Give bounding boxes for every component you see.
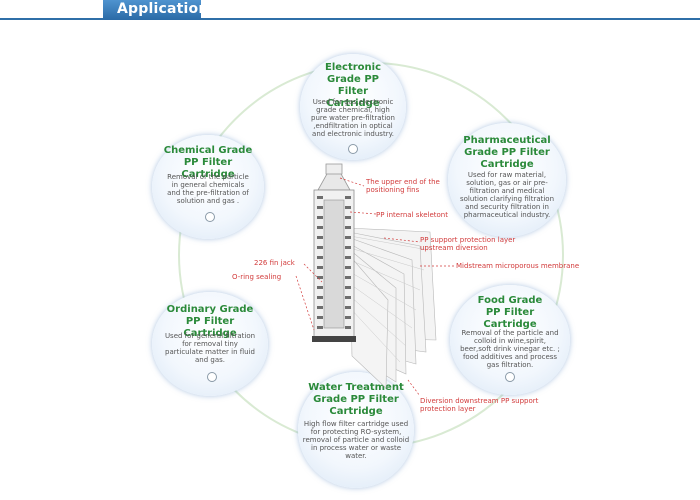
leader-lines bbox=[295, 177, 454, 397]
label-fin-jack: 226 fin jack bbox=[254, 259, 295, 267]
node-electronic: Electronic Grade PP Filter Cartridge Use… bbox=[300, 54, 406, 160]
node-chemical: Chemical Grade PP Filter Cartridge Remov… bbox=[152, 135, 264, 239]
node-food-dot bbox=[505, 372, 515, 382]
pleat-lines bbox=[349, 235, 429, 363]
node-chemical-dot bbox=[205, 212, 215, 222]
cartridge-body bbox=[312, 163, 356, 342]
node-pharmaceutical-title: Pharmaceutical Grade PP Filter Cartridge bbox=[463, 135, 551, 170]
node-chemical-title: Chemical Grade PP Filter Cartridge bbox=[163, 145, 253, 180]
label-downstream: Diversion downstream PP support protecti… bbox=[420, 397, 539, 413]
node-ordinary: Ordinary Grade PP Filter Cartridge Used … bbox=[152, 292, 268, 396]
label-oring: O-ring sealing bbox=[232, 273, 282, 281]
skeleton-holes bbox=[317, 196, 351, 329]
pleated-layers bbox=[347, 227, 437, 389]
header-divider bbox=[0, 18, 700, 20]
node-food: Food Grade PP Filter Cartridge Removal o… bbox=[450, 285, 570, 395]
node-water-desc: High flow filter cartridge used for prot… bbox=[302, 420, 410, 460]
label-support-layer: PP support protection layer upstream div… bbox=[420, 236, 516, 252]
label-membrane: Midstream microporous membrane bbox=[456, 262, 580, 270]
header-bar: Application bbox=[0, 0, 700, 20]
node-food-desc: Removal of the particle and colloid in w… bbox=[460, 329, 560, 369]
node-chemical-desc: Removal of the particle in general chemi… bbox=[167, 173, 249, 205]
node-pharmaceutical-desc: Used for raw material, solution, gas or … bbox=[459, 171, 555, 219]
node-water-title: Water Treatment Grade PP Filter Cartridg… bbox=[308, 382, 404, 417]
node-ordinary-desc: Used for general filtration for removal … bbox=[164, 332, 256, 364]
node-ordinary-dot bbox=[207, 372, 217, 382]
node-electronic-dot bbox=[348, 144, 358, 154]
node-pharmaceutical: Pharmaceutical Grade PP Filter Cartridge… bbox=[448, 123, 566, 237]
header-tab: Application bbox=[103, 0, 208, 20]
node-electronic-title: Electronic Grade PP Filter Cartridge bbox=[324, 62, 382, 109]
node-water: Water Treatment Grade PP Filter Cartridg… bbox=[298, 372, 414, 488]
label-upper-end: The upper end of the positioning fins bbox=[366, 178, 440, 194]
label-skeleton: PP internal skeletont bbox=[376, 211, 448, 219]
node-food-title: Food Grade PP Filter Cartridge bbox=[477, 295, 543, 330]
node-ordinary-title: Ordinary Grade PP Filter Cartridge bbox=[166, 304, 254, 339]
header-title: Application bbox=[117, 1, 209, 17]
node-electronic-desc: Used for gas,electronic grade chemical, … bbox=[311, 98, 395, 138]
